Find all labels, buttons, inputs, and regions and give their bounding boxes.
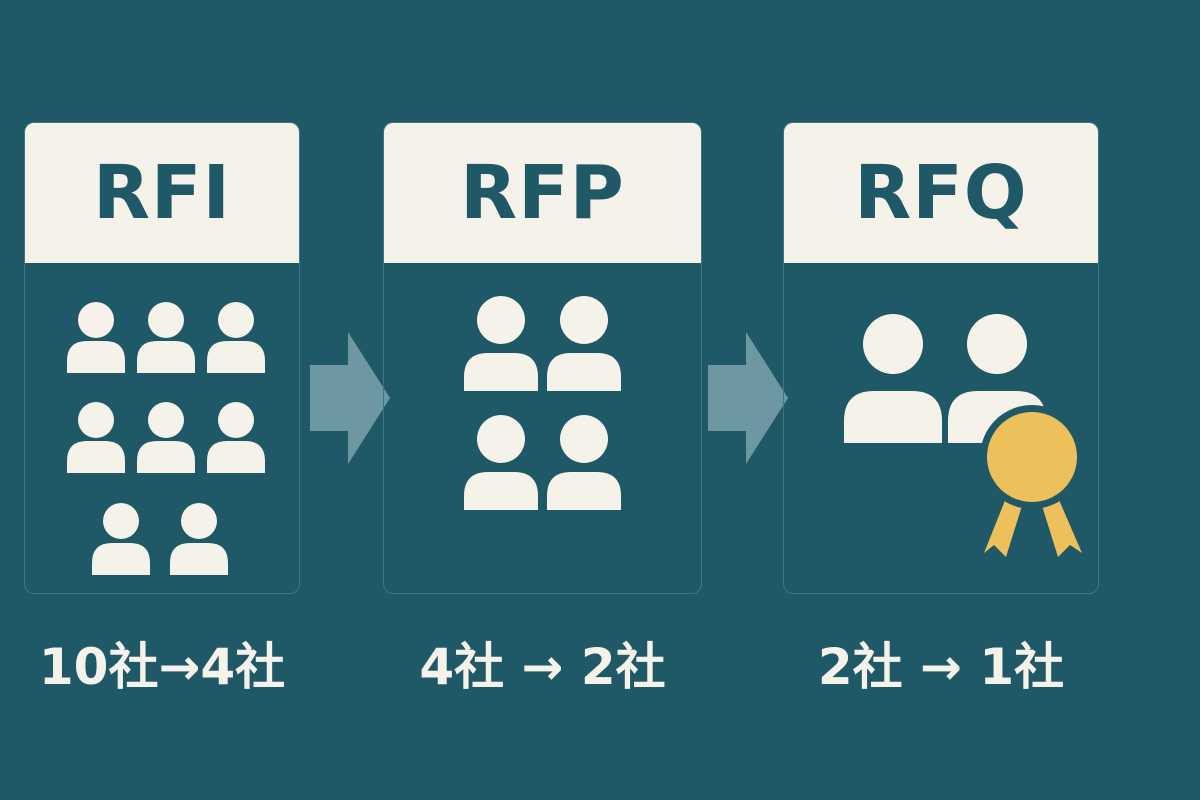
person-icon <box>67 402 125 473</box>
stage-body-rfq <box>784 263 1098 593</box>
person-icon <box>92 503 150 575</box>
person-icon <box>547 415 621 510</box>
person-icon <box>67 302 125 373</box>
stage-body-rfp <box>384 263 701 593</box>
person-icon <box>207 302 265 373</box>
people-group-rfq <box>844 314 1084 557</box>
people-group-rfi <box>67 302 265 575</box>
people-group-rfp <box>464 296 621 510</box>
flow-arrow-icon <box>708 332 788 464</box>
stage-card-rfq: RFQ <box>783 122 1099 594</box>
award-ribbon-icon <box>980 405 1084 557</box>
person-icon <box>207 402 265 473</box>
person-icon <box>170 503 228 575</box>
person-icon <box>547 296 621 391</box>
stage-title-rfq: RFQ <box>784 123 1098 263</box>
person-icon <box>464 415 538 510</box>
stage-body-rfi <box>25 263 299 593</box>
stage-caption-rfp: 4社 → 2社 <box>419 638 666 696</box>
stage-caption-rfi: 10社→4社 <box>38 638 286 696</box>
person-icon <box>137 302 195 373</box>
stage-card-rfp: RFP <box>383 122 702 594</box>
stage-title-rfp: RFP <box>384 123 701 263</box>
stage-caption-rfq: 2社 → 1社 <box>817 638 1065 696</box>
person-icon <box>464 296 538 391</box>
stage-title-rfi: RFI <box>25 123 299 263</box>
person-icon <box>844 314 942 443</box>
person-icon <box>137 402 195 473</box>
flow-arrow-icon <box>310 332 390 464</box>
stage-card-rfi: RFI <box>24 122 300 594</box>
